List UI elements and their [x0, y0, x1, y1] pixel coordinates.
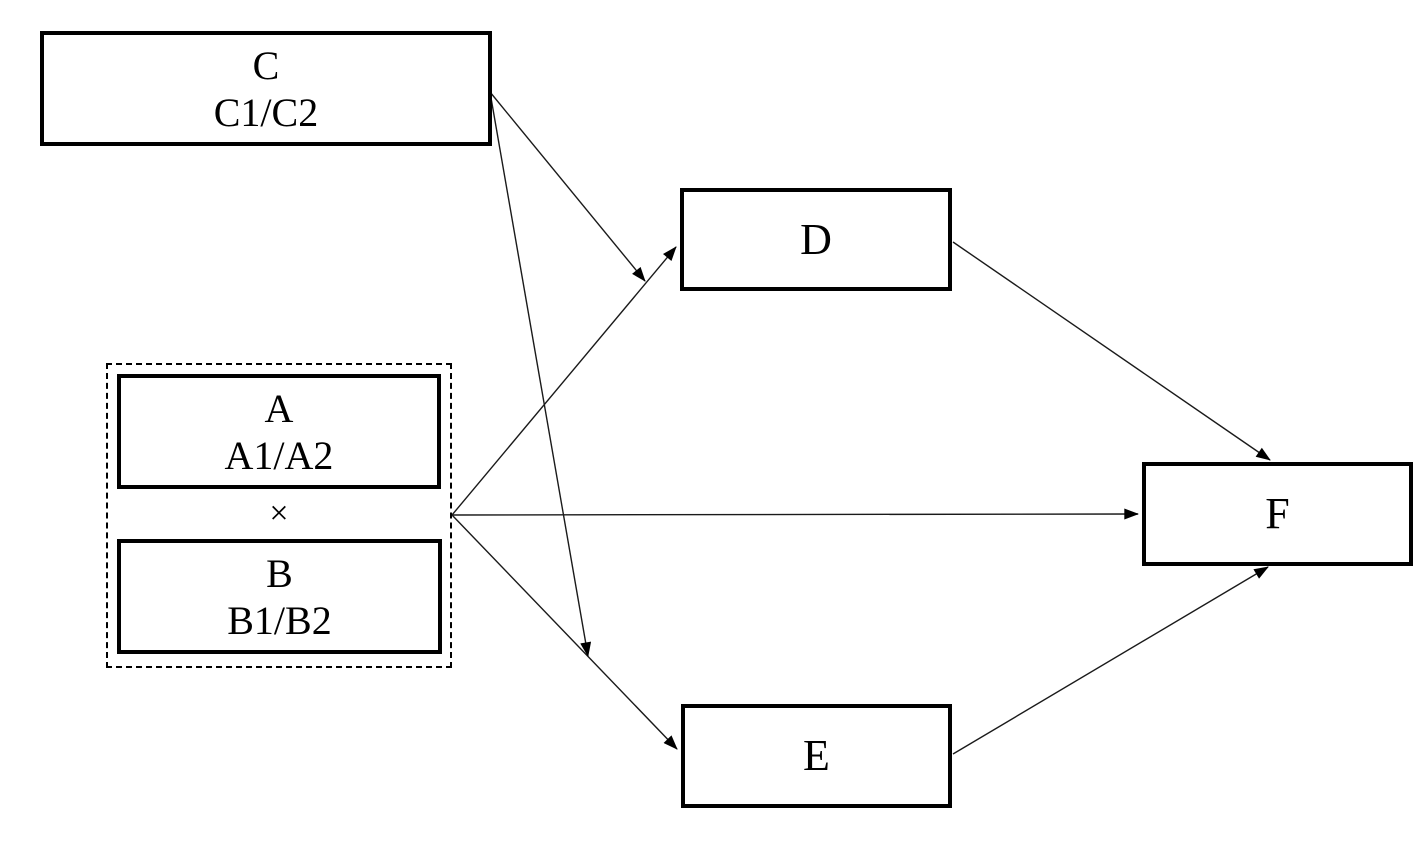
edge-c-moderates-ab-d-arrow — [489, 91, 646, 282]
interaction-group-dashed-frame — [106, 363, 452, 668]
edge-c-moderates-ab-e-arrow — [489, 91, 592, 657]
node-a-subtitle: A1/A2 — [224, 432, 334, 478]
node-d-title: D — [800, 214, 832, 264]
node-b-title: B — [266, 550, 293, 596]
edge-ab-to-d-arrow — [451, 246, 677, 516]
node-e-title: E — [803, 731, 830, 780]
node-c-title: C — [252, 42, 280, 88]
node-a-title: A — [264, 385, 294, 431]
edge-e-to-f-arrow — [952, 566, 1269, 755]
node-d: D — [680, 188, 952, 291]
node-f: F — [1142, 462, 1413, 566]
node-b-subtitle: B1/B2 — [227, 597, 332, 643]
edge-d-to-f-arrow — [952, 241, 1271, 461]
node-e: E — [681, 704, 952, 808]
node-f-title: F — [1265, 489, 1290, 538]
node-c-subtitle: C1/C2 — [213, 89, 319, 135]
node-a: A A1/A2 — [117, 374, 441, 489]
edge-ab-to-e-arrow — [451, 514, 678, 750]
node-c: C C1/C2 — [40, 31, 492, 146]
interaction-operator: × — [269, 495, 289, 532]
node-b: B B1/B2 — [117, 539, 442, 654]
edge-ab-to-f-arrow — [451, 508, 1139, 520]
